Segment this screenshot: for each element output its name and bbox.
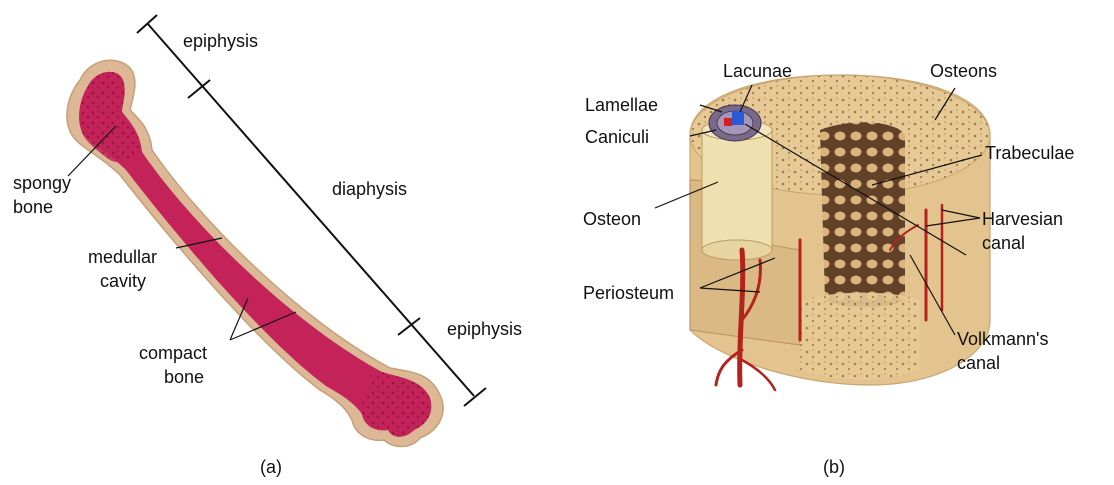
label-periosteum: Periosteum [583,282,674,304]
label-volkmann-line2: canal [957,352,1000,374]
label-lamellae: Lamellae [585,94,658,116]
label-spongy-bone-line2: bone [13,196,53,218]
label-osteons: Osteons [930,60,997,82]
label-compact-bone-line2: bone [164,366,204,388]
label-epiphysis-top: epiphysis [183,30,258,52]
label-caniculi: Caniculi [585,126,649,148]
trabecular-region [820,122,905,307]
label-medullar-cavity-line2: cavity [100,270,146,292]
label-trabeculae: Trabeculae [985,142,1074,164]
label-medullar-cavity-line1: medullar [88,246,157,268]
label-lacunae: Lacunae [723,60,792,82]
scale-tick-bottom [464,388,486,406]
label-spongy-bone-line1: spongy [13,172,71,194]
caption-panel-a: (a) [260,456,282,478]
caption-panel-b: (b) [823,456,845,478]
bone-cross-section-illustration [690,75,990,390]
label-diaphysis: diaphysis [332,178,407,200]
label-volkmann-line1: Volkmann's [957,328,1049,350]
cancellous-floor [800,293,920,380]
label-harvesian-line1: Harvesian [982,208,1063,230]
label-epiphysis-bottom: epiphysis [447,318,522,340]
label-compact-bone-line1: compact [139,342,207,364]
label-osteon: Osteon [583,208,641,230]
label-harvesian-line2: canal [982,232,1025,254]
